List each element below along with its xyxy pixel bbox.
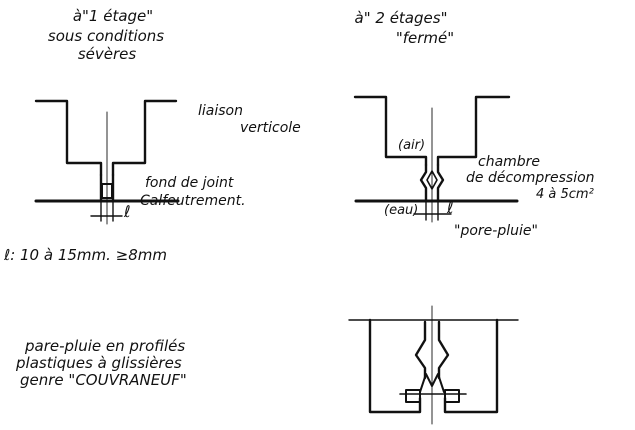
right-label-area: 4 à 5cm² — [536, 187, 594, 202]
right-top-panel-outline — [353, 95, 511, 167]
right-dimension-marks — [413, 199, 452, 221]
left-top-panel-outline — [34, 99, 178, 177]
bottom-note-line3: genre "COUVRANEUF" — [20, 371, 187, 389]
left-label-verticale: verticole — [240, 120, 301, 136]
left-label-l: ℓ — [124, 202, 131, 221]
right-label-chambre: chambre — [478, 154, 541, 170]
left-joint-section — [34, 99, 180, 225]
bottom-right-panel — [443, 318, 499, 414]
right-label-eau: (eau) — [384, 203, 419, 218]
right-label-porepluie: "pore-pluie" — [454, 223, 538, 239]
left-label-liaison: liaison — [198, 103, 243, 119]
right-label-air: (air) — [398, 138, 426, 153]
bottom-note-line2: plastiques à glissières — [16, 354, 182, 372]
right-title-line1: à" 2 étages" — [354, 9, 448, 27]
left-title-line3: sévères — [77, 45, 137, 63]
right-decompression-chamber — [419, 163, 445, 202]
bottom-joint-section — [348, 305, 519, 425]
right-label-decompression: de décompression — [466, 170, 595, 186]
right-joint-section — [353, 95, 519, 223]
left-title-line2: sous conditions — [47, 27, 165, 45]
left-dimension-note: ℓ: 10 à 15mm. ≥8mm — [4, 246, 168, 264]
left-title-line1: à"1 étage" — [72, 7, 154, 25]
bottom-left-clip — [405, 389, 421, 403]
left-label-fond: fond de joint — [145, 175, 234, 191]
left-label-calfeutrement: Calfeutrement. — [140, 193, 246, 209]
right-label-l: ℓ — [447, 198, 454, 217]
bottom-right-clip — [444, 389, 460, 403]
left-dimension-marks — [90, 199, 123, 222]
bottom-left-panel — [368, 318, 422, 414]
bottom-note-line1: pare-pluie en profilés — [25, 337, 186, 355]
bottom-joint-channel — [414, 320, 450, 380]
right-title-line2: "fermé" — [395, 29, 455, 47]
